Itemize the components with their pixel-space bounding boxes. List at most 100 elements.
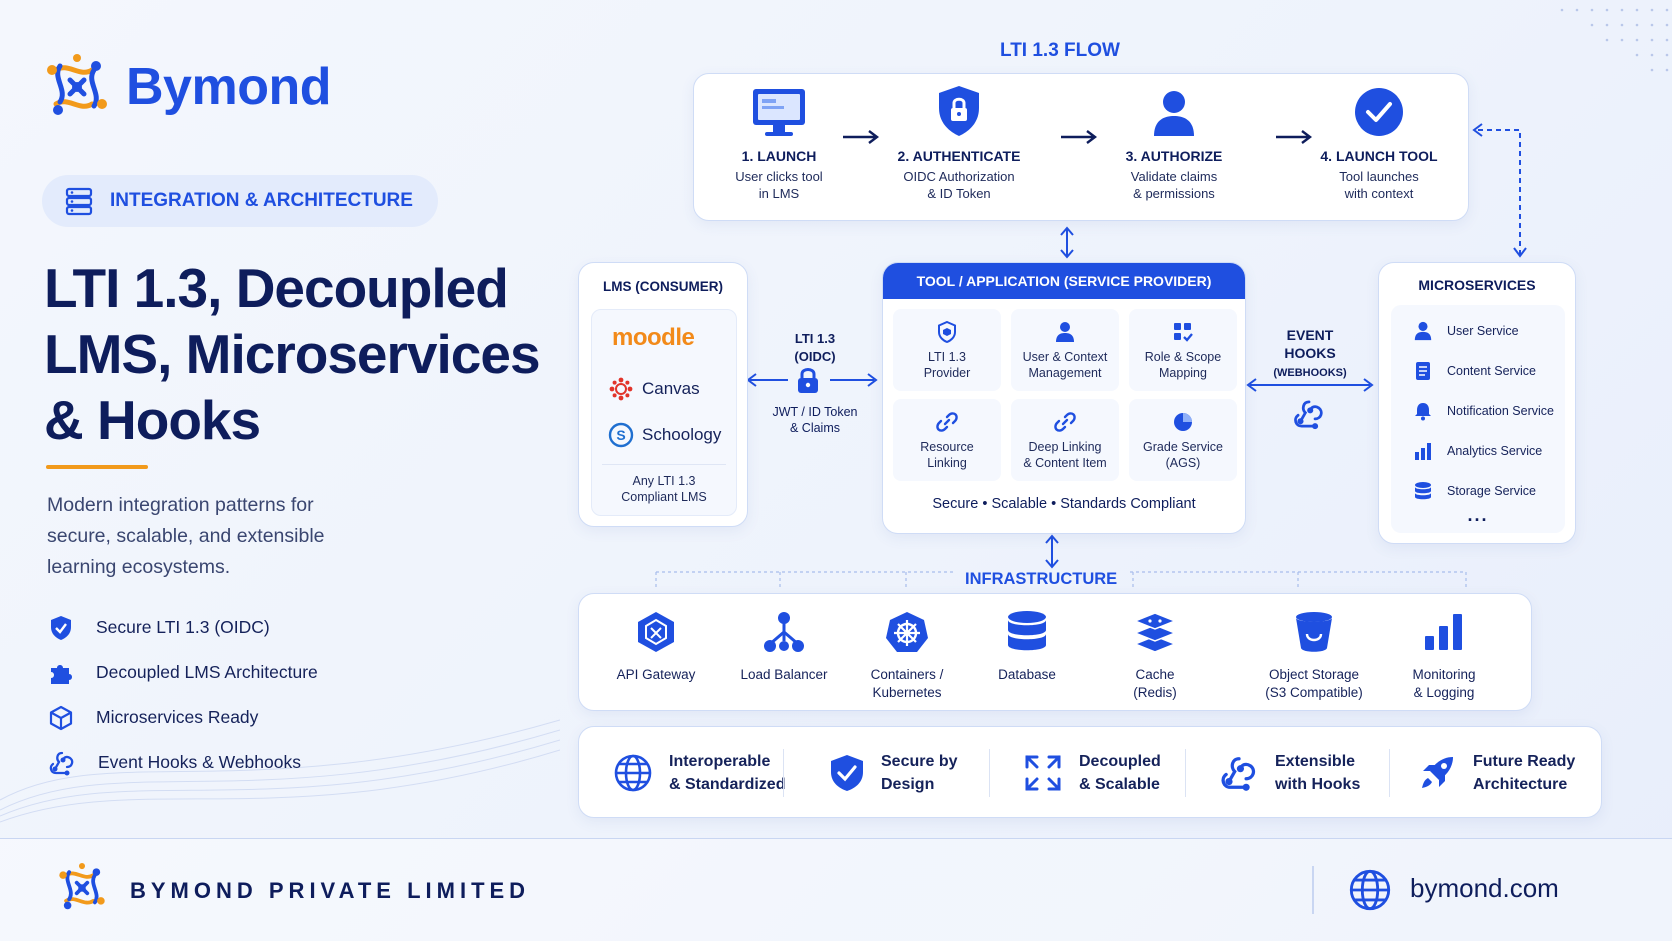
tool-cell: User & Context Management [1011,309,1119,391]
globe-icon [614,754,652,792]
flow-step-desc: Tool launches [1339,169,1419,184]
link-icon [1054,412,1076,432]
user-icon [1056,322,1074,342]
tool-cell-label: Management [1028,366,1102,380]
wave-decoration [0,719,560,823]
shield-icon [51,615,71,640]
infrastructure-title: INFRASTRUCTURE [965,570,1118,588]
infra-label: Cache [1135,667,1175,682]
expand-icon [1025,755,1061,791]
bell-icon [1415,403,1431,421]
infra-label: Containers / [870,667,944,682]
infra-label: API Gateway [616,667,696,682]
infra-item: Monitoring & Logging [1379,608,1509,702]
kubernetes-icon [886,612,928,652]
arrow-right-icon [1276,130,1312,144]
divider [783,749,784,797]
flow-step: 3. AUTHORIZE Validate claims & permissio… [1089,74,1259,202]
database-icon [1415,482,1431,500]
grid-check-icon [1174,323,1193,342]
logo-icon [59,863,105,910]
benefit-label: with Hooks [1275,776,1361,793]
title-underline [46,465,148,469]
arrow-right-icon [843,130,879,144]
microservice-label: User Service [1447,324,1519,338]
bar-chart-icon [1425,614,1462,650]
flow-step-desc: User clicks tool [735,169,823,184]
tool-cell-label: Mapping [1159,366,1207,380]
footer-divider-vertical [1312,866,1314,914]
benefit-label: Architecture [1473,776,1568,793]
lms-consumer-card: LMS (CONSUMER) moodle Canvas S Schoology… [578,262,748,527]
infra-item: Object Storage (S3 Compatible) [1234,608,1394,702]
infra-item: Containers / Kubernetes [842,608,972,702]
flow-step-desc: in LMS [758,186,800,201]
infra-label: (Redis) [1133,685,1177,700]
microservices-list: User Service Content Service Notificatio… [1391,305,1565,533]
infra-label: & Logging [1413,685,1475,700]
infra-item: API Gateway [591,608,721,684]
hooks-label: (WEBHOOKS) [1273,367,1347,379]
website-link[interactable]: bymond.com [1410,873,1559,903]
cube-icon [49,705,73,730]
divider [989,749,990,797]
lti-link-label: LTI 1.3 [794,331,836,346]
lms-item-label: Schoology [642,425,722,444]
document-icon [1416,362,1430,380]
tool-cell-label: & Content Item [1023,456,1107,470]
benefit-label: & Standardized [669,776,786,793]
tool-cell-label: Linking [927,456,967,470]
benefit-item: Decoupled & Scalable [1023,727,1161,819]
load-balancer-icon [764,612,804,652]
dot-pattern [1560,8,1669,72]
title-line-1: LTI 1.3, Decoupled [44,257,509,319]
shield-check-icon [831,755,863,791]
infrastructure-card: API Gateway Load Balancer Containers / K… [578,593,1532,711]
footer [0,839,1672,941]
lms-footer: Compliant LMS [621,490,707,504]
lms-list: moodle Canvas S Schoology Any LTI 1.3 Co… [591,309,737,516]
lti-link-sub-label: JWT / ID Token [772,405,858,419]
feature-label: Event Hooks & Webhooks [98,752,301,772]
flow-title: LTI 1.3 FLOW [1000,40,1120,61]
flow-step-title: 4. LAUNCH TOOL [1320,148,1438,164]
cube-shield-icon [938,321,956,343]
infra-label: Kubernetes [872,685,942,700]
flow-step-title: 1. LAUNCH [741,148,817,164]
shield-lock-icon [939,86,979,136]
webhook-icon [1221,757,1256,791]
feature-item: Microservices Ready [48,695,318,740]
lti-link-sub-label: & Claims [789,421,840,435]
infra-label: Load Balancer [740,667,828,682]
benefit-label: Secure by [881,753,958,770]
benefit-label: Interoperable [669,753,771,770]
lms-item-canvas: Canvas [592,366,736,412]
flow-step-title: 3. AUTHORIZE [1125,148,1223,164]
flow-step-desc: Validate claims [1130,169,1218,184]
microservice-label: Storage Service [1447,484,1536,498]
microservice-item: Notification Service [1391,391,1565,431]
arrow-right-icon [1061,130,1097,144]
divider [1389,749,1390,797]
lti-flow-card: 1. LAUNCH User clicks tool in LMS 2. AUT… [693,73,1469,221]
divider [1185,749,1186,797]
bucket-icon [1296,612,1332,652]
benefit-label: Decoupled [1079,753,1161,770]
feature-item: Decoupled LMS Architecture [48,650,318,695]
server-icon [65,187,93,216]
schoology-icon: S [608,422,634,448]
tool-provider-card: TOOL / APPLICATION (SERVICE PROVIDER) LT… [882,262,1246,534]
title-line-2: LMS, Microservices [44,323,541,385]
lti-link-sub: JWT / ID Token & Claims [755,404,875,436]
microservices-header: MICROSERVICES [1418,277,1536,293]
tool-cell-label: Provider [923,366,971,380]
tool-cell: Grade Service (AGS) [1129,399,1237,481]
infra-label: Database [998,667,1056,682]
microservice-label: Notification Service [1447,404,1554,418]
benefit-label: & Scalable [1079,776,1160,793]
logo-icon [47,54,107,115]
